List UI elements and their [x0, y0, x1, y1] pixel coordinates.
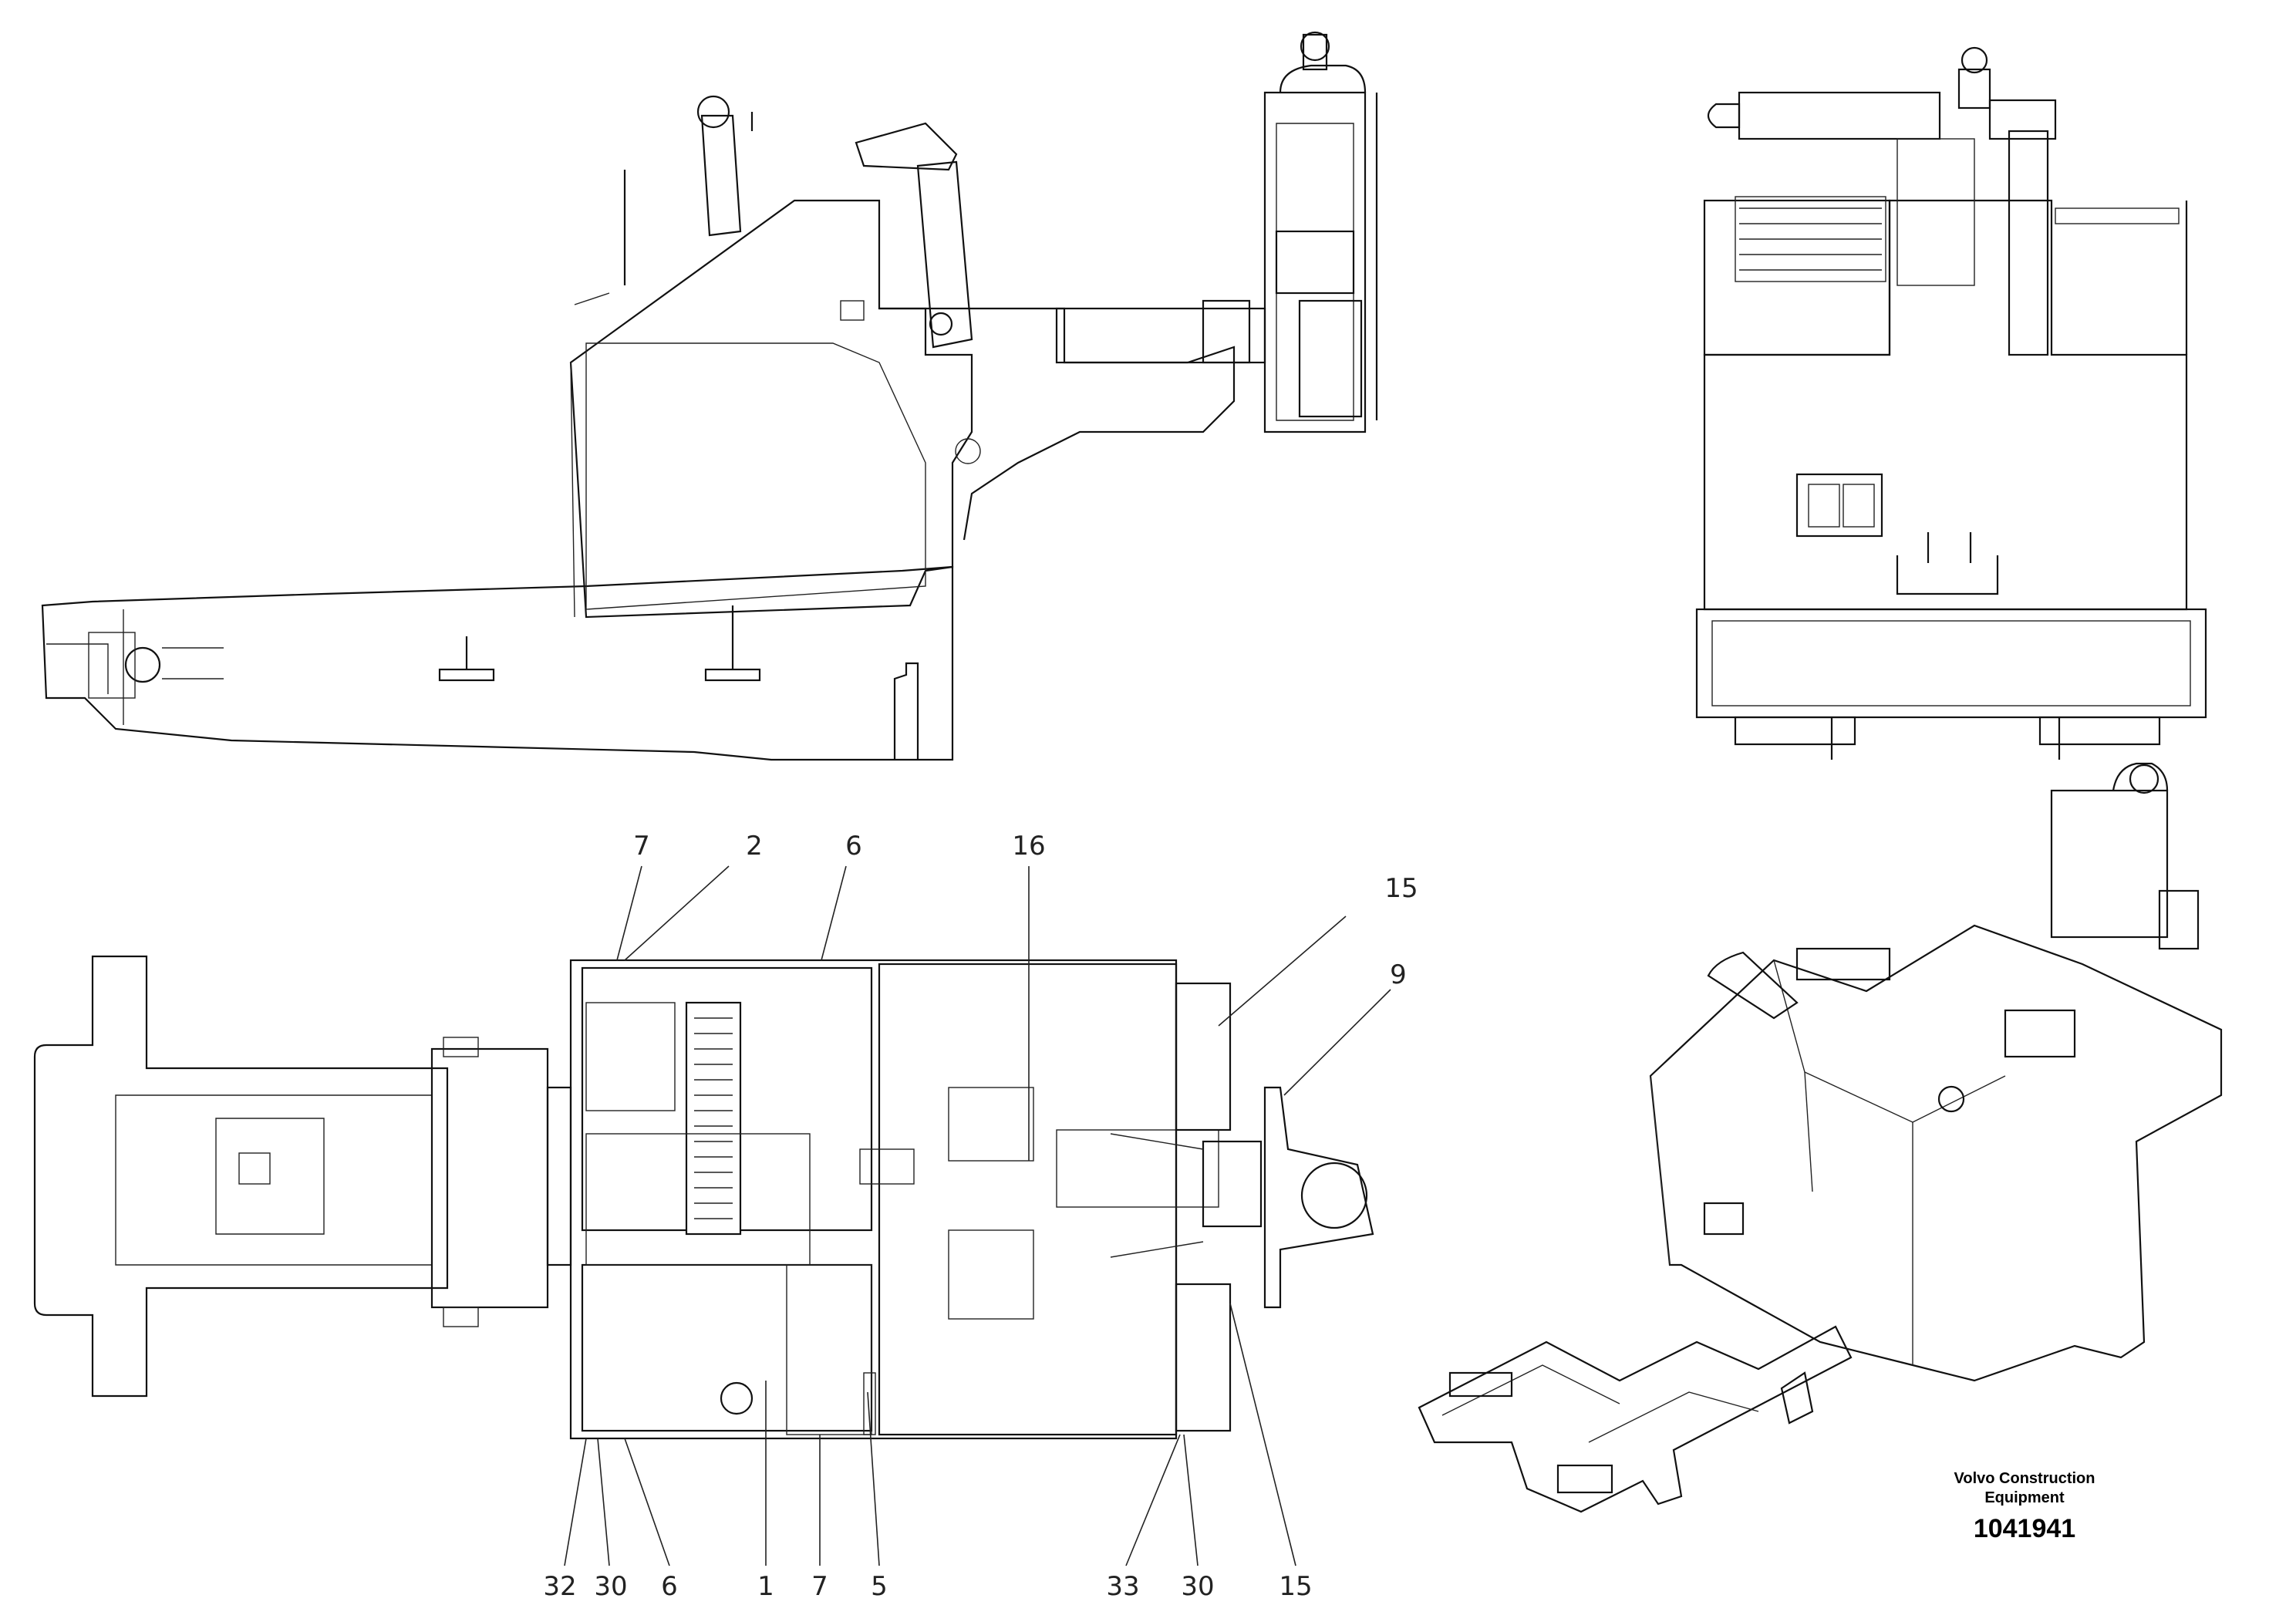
- brand-line-2: Equipment: [1984, 1489, 2065, 1506]
- side-view: [41, 31, 1378, 761]
- isometric-view: [1418, 762, 2223, 1513]
- front-view: [1695, 46, 2207, 760]
- brand-line-1: Volvo Construction: [1954, 1470, 2095, 1487]
- callout-5: 5: [871, 1571, 888, 1602]
- callout-15-top: 15: [1384, 873, 1418, 904]
- callout-16: 16: [1012, 831, 1045, 862]
- callout-30-left: 30: [594, 1571, 627, 1602]
- callout-6-bottom: 6: [661, 1571, 678, 1602]
- drawing-number: 1041941: [1973, 1514, 2076, 1543]
- callout-7-bottom: 7: [811, 1571, 828, 1602]
- callout-7-top: 7: [633, 831, 650, 862]
- plan-view: [33, 955, 1374, 1440]
- callout-leaders: [564, 865, 1391, 1566]
- callout-6-top: 6: [845, 831, 862, 862]
- callout-15-bottom: 15: [1279, 1571, 1312, 1602]
- callout-1: 1: [757, 1571, 774, 1602]
- callout-numbers-bottom: 32 30 6 1 7 5 33 30 15: [543, 1571, 1312, 1602]
- callout-30-right: 30: [1181, 1571, 1214, 1602]
- callout-9: 9: [1390, 959, 1407, 990]
- grating-holes: [694, 1017, 733, 1219]
- callout-2: 2: [746, 831, 763, 862]
- brand-block: Volvo Construction Equipment 1041941: [1905, 1469, 2144, 1546]
- callout-numbers-top: 7 2 6 16 15 9: [633, 831, 1418, 990]
- callout-33: 33: [1106, 1571, 1139, 1602]
- callout-32: 32: [543, 1571, 576, 1602]
